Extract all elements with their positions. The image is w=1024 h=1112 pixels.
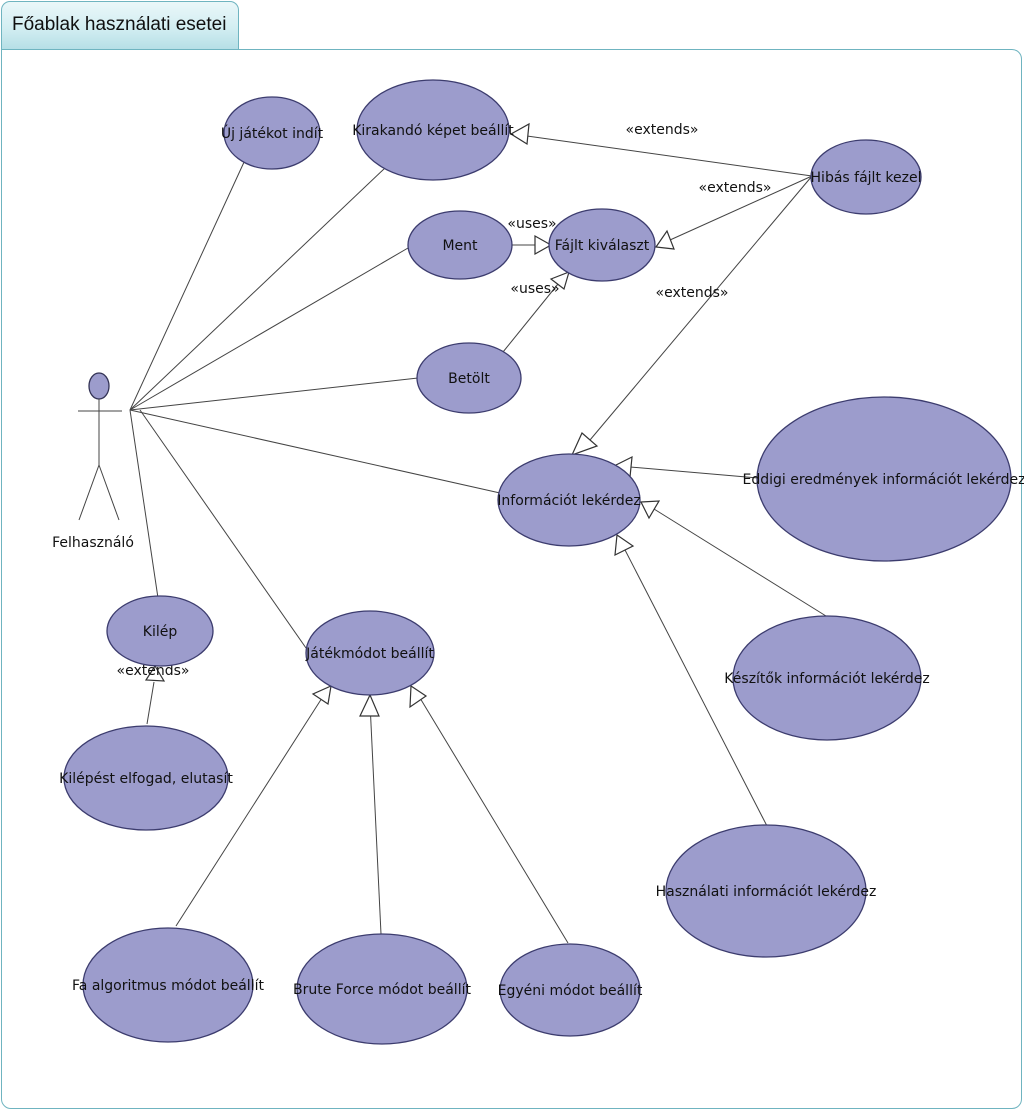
use-case-fajlt-kivalaszt: Fájlt kiválaszt xyxy=(548,208,656,282)
line-brute-jatekmod xyxy=(369,702,382,935)
assoc-informacio xyxy=(129,409,501,494)
svg-text:Ment: Ment xyxy=(442,238,478,254)
use-case-brute-force: Brute Force módot beállít xyxy=(293,933,471,1045)
label-uses-ment: «uses» xyxy=(507,216,556,232)
line-keszitok-info xyxy=(653,508,827,617)
arrowhead-info-from-hasznalati xyxy=(614,533,635,557)
svg-text:Fájlt kiválaszt: Fájlt kiválaszt xyxy=(555,238,650,254)
svg-text:Betölt: Betölt xyxy=(448,371,490,387)
actor-right-leg xyxy=(98,464,120,521)
assoc-kilep xyxy=(129,409,159,599)
arrowhead-jatekmod-from-brute xyxy=(359,693,380,717)
svg-text:Brute Force módot beállít: Brute Force módot beállít xyxy=(293,982,471,998)
use-case-uj-jatekot-indit: Új játékot indít xyxy=(221,96,324,170)
arrowhead-info-from-hibas xyxy=(570,432,599,457)
label-extends-kilep: «extends» xyxy=(117,663,190,679)
use-case-jatekmodot-beallit: Játékmódot beállít xyxy=(305,610,435,696)
svg-text:Használati információt lekérde: Használati információt lekérdez xyxy=(656,884,877,900)
assoc-ment xyxy=(129,247,409,411)
line-eddigi-info xyxy=(629,466,759,479)
arrowhead-kirakando xyxy=(509,122,530,146)
use-case-kilep: Kilép xyxy=(106,595,214,667)
use-case-ment: Ment xyxy=(407,210,513,280)
svg-text:Információt lekérdez: Információt lekérdez xyxy=(497,493,640,509)
use-case-hasznalati-informacio: Használati információt lekérdez xyxy=(656,824,877,958)
arrowhead-fajlt-from-ment xyxy=(534,234,553,256)
label-extends-kirakando: «extends» xyxy=(626,122,699,138)
use-case-fa-algoritmus: Fa algoritmus módot beállít xyxy=(72,927,264,1043)
svg-text:Új játékot indít: Új játékot indít xyxy=(221,124,324,142)
label-extends-info: «extends» xyxy=(656,285,729,301)
arrowhead-fajlt-from-betolt xyxy=(549,270,570,291)
svg-text:Fa algoritmus módot beállít: Fa algoritmus módot beállít xyxy=(72,978,264,994)
arrowhead-kilep xyxy=(144,664,166,682)
use-case-keszitok-informacio: Készítők információt lekérdez xyxy=(724,615,930,741)
assoc-betolt xyxy=(129,377,419,411)
line-fa-jatekmod xyxy=(175,697,323,927)
line-hibas-info xyxy=(589,175,813,441)
assoc-kirakando xyxy=(129,167,386,411)
label-uses-betolt: «uses» xyxy=(510,281,559,297)
arrowhead-jatekmod-from-egyeni xyxy=(409,684,428,709)
svg-text:Kirakandó képet beállít: Kirakandó képet beállít xyxy=(352,123,514,139)
svg-text:Eddigi eredmények információt: Eddigi eredmények információt lekérdez xyxy=(742,472,1024,488)
use-case-kilepest-elfogad: Kilépést elfogad, elutasít xyxy=(59,725,233,831)
svg-text:Kilép: Kilép xyxy=(143,624,178,640)
line-hibas-kirakando xyxy=(526,135,813,177)
actor-label: Felhasználó xyxy=(52,535,134,551)
svg-text:Kilépést elfogad, elutasít: Kilépést elfogad, elutasít xyxy=(59,771,233,787)
use-case-hibas-fajlt-kezel: Hibás fájlt kezel xyxy=(810,139,922,215)
use-case-informaciot-lekerdez: Információt lekérdez xyxy=(497,453,641,547)
actor-head xyxy=(88,372,110,400)
label-extends-fajlt: «extends» xyxy=(699,180,772,196)
svg-text:Készítők információt lekérdez: Készítők információt lekérdez xyxy=(724,671,929,687)
assoc-jatekmod xyxy=(139,409,307,649)
line-hibas-fajlt xyxy=(669,175,813,241)
diagram-frame-tab: Főablak használati esetei xyxy=(1,1,239,49)
line-betolt-fajlt xyxy=(502,283,559,353)
line-egyeni-jatekmod xyxy=(419,697,569,944)
use-case-kirakando-kepet-beallit: Kirakandó képet beállít xyxy=(352,79,514,181)
actor-felhasznalo xyxy=(78,372,122,521)
arrowhead-fajlt-from-hibas xyxy=(654,229,675,250)
arrowhead-info-from-keszitok xyxy=(640,500,661,520)
assoc-uj-jatek xyxy=(129,159,246,411)
svg-text:Hibás fájlt kezel: Hibás fájlt kezel xyxy=(811,170,922,186)
actor-left-leg xyxy=(78,464,100,521)
diagram-title: Főablak használati esetei xyxy=(12,14,227,35)
svg-text:Egyéni módot beállít: Egyéni módot beállít xyxy=(498,983,643,999)
line-hasznalati-info xyxy=(623,547,768,827)
line-kilepest-kilep xyxy=(146,681,155,725)
use-case-eddigi-eredmenyek: Eddigi eredmények információt lekérdez xyxy=(742,396,1024,562)
use-case-betolt: Betölt xyxy=(416,342,522,414)
use-case-egyeni-mod: Egyéni módot beállít xyxy=(498,943,643,1037)
svg-text:Játékmódot beállít: Játékmódot beállít xyxy=(305,646,434,662)
arrowhead-jatekmod-from-fa xyxy=(311,684,332,706)
